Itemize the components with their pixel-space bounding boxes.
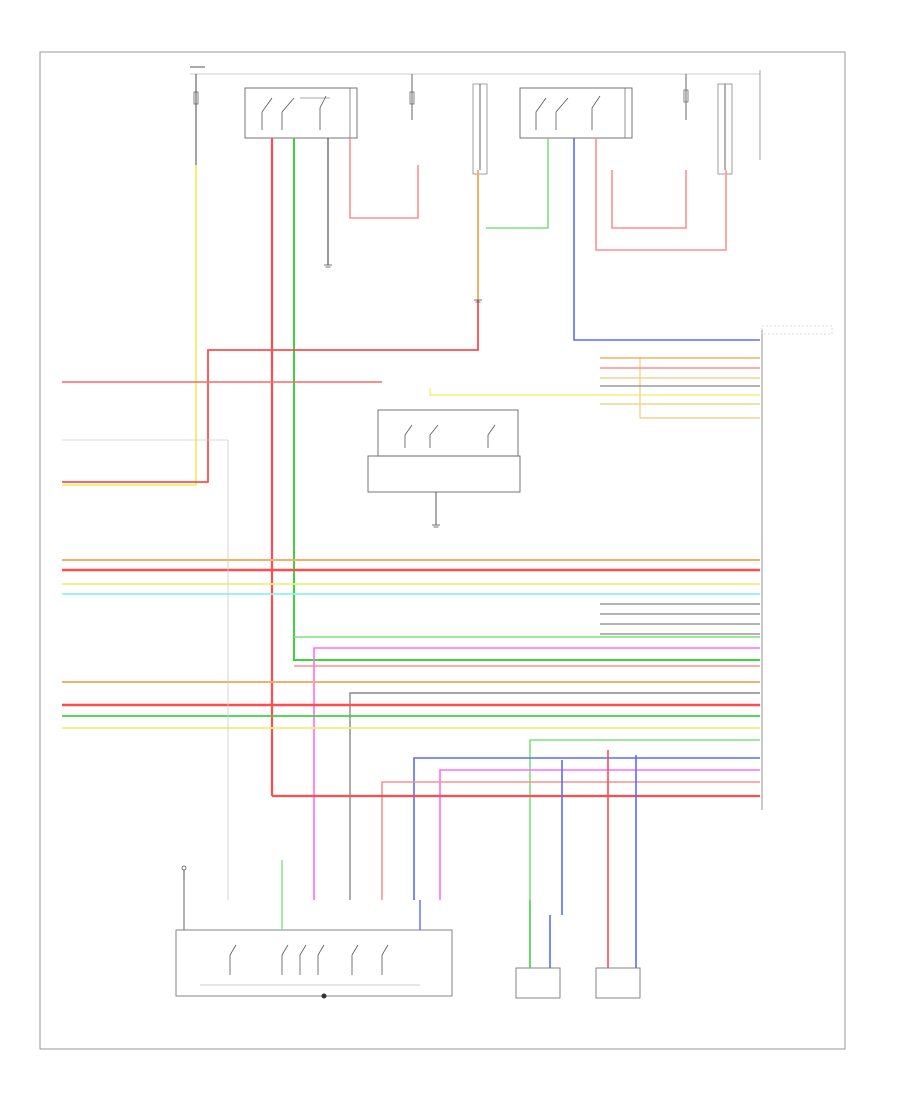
speed-sensor-left — [515, 915, 561, 999]
wire-red-relay2 — [595, 138, 727, 251]
ground-symbols — [324, 264, 482, 528]
horizontal-bus — [62, 439, 760, 915]
relay-box-2 — [519, 87, 633, 139]
center-fuse — [409, 74, 415, 120]
right-fuses — [472, 74, 733, 175]
pcm-connector-block — [761, 325, 833, 810]
relay-box-1 — [244, 87, 358, 139]
top-power-distribution — [190, 66, 761, 175]
wire-red-long-top — [62, 300, 479, 483]
wire-green-relay1 — [293, 138, 760, 661]
wire-blue-relay2 — [573, 138, 760, 341]
left-fuse — [190, 66, 205, 165]
diagram-frame — [39, 51, 846, 1050]
speed-sensor-right — [595, 915, 641, 999]
wire-green-relay2 — [486, 138, 549, 229]
left-sensor — [181, 865, 187, 880]
middle-switch-box — [367, 409, 521, 525]
upper-wires — [62, 138, 760, 796]
wire-pink-loop-1 — [349, 138, 419, 219]
wire-yellow-left — [62, 165, 197, 486]
transmission-block — [175, 860, 453, 999]
